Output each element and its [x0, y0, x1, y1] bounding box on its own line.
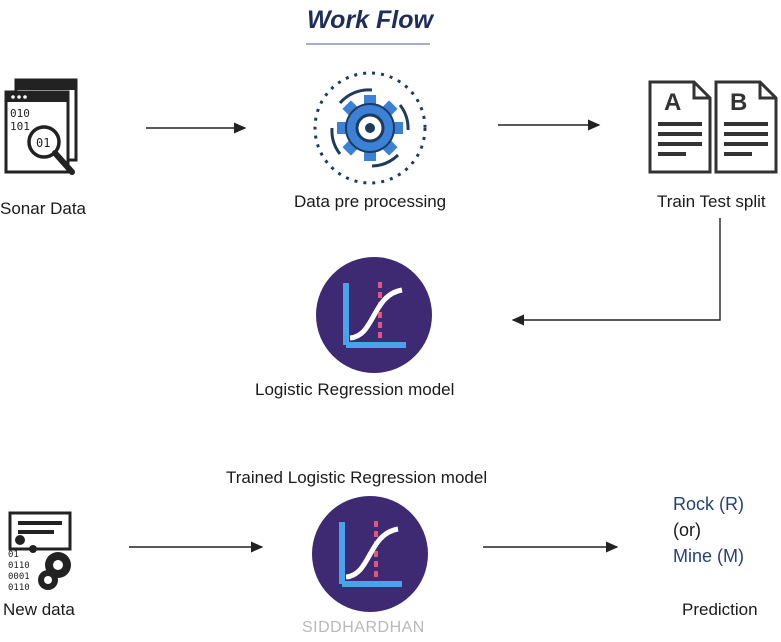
- data-preprocessing-label: Data pre processing: [294, 192, 447, 211]
- new-data-icon: 01 0110 0001 0110: [8, 511, 72, 593]
- train-test-documents-icon: A B: [648, 80, 778, 174]
- new-data-binary-1: 01: [8, 550, 19, 560]
- sonar-binary-3: 01: [36, 136, 50, 150]
- sonar-binary-2: 101: [10, 120, 30, 133]
- sonar-data-label: Sonar Data: [0, 199, 86, 218]
- sonar-data-icon: 010 101 01: [4, 78, 78, 175]
- new-data-label: New data: [3, 600, 75, 619]
- doc-b-letter: B: [730, 89, 747, 116]
- new-data-binary-2: 0110: [8, 561, 30, 571]
- prediction-rock: Rock (R): [673, 494, 744, 514]
- trained-model-label: Trained Logistic Regression model: [226, 468, 488, 487]
- prediction-mine: Mine (M): [673, 546, 744, 566]
- doc-a-letter: A: [664, 89, 681, 116]
- sonar-binary-1: 010: [10, 107, 30, 120]
- prediction-label: Prediction: [682, 600, 758, 619]
- watermark: SIDDHARDHAN: [302, 619, 425, 636]
- new-data-binary-4: 0110: [8, 583, 30, 593]
- title-underline: [306, 43, 430, 45]
- logistic-model-label: Logistic Regression model: [255, 380, 455, 399]
- trained-model-icon: [312, 496, 428, 612]
- logistic-model-icon: [316, 257, 432, 373]
- new-data-binary-3: 0001: [8, 572, 30, 582]
- page-title: Work Flow: [307, 6, 433, 34]
- train-test-split-label: Train Test split: [657, 192, 766, 211]
- gear-icon: [313, 71, 427, 185]
- arrow-split-to-model: [511, 218, 721, 326]
- prediction-or: (or): [673, 520, 701, 540]
